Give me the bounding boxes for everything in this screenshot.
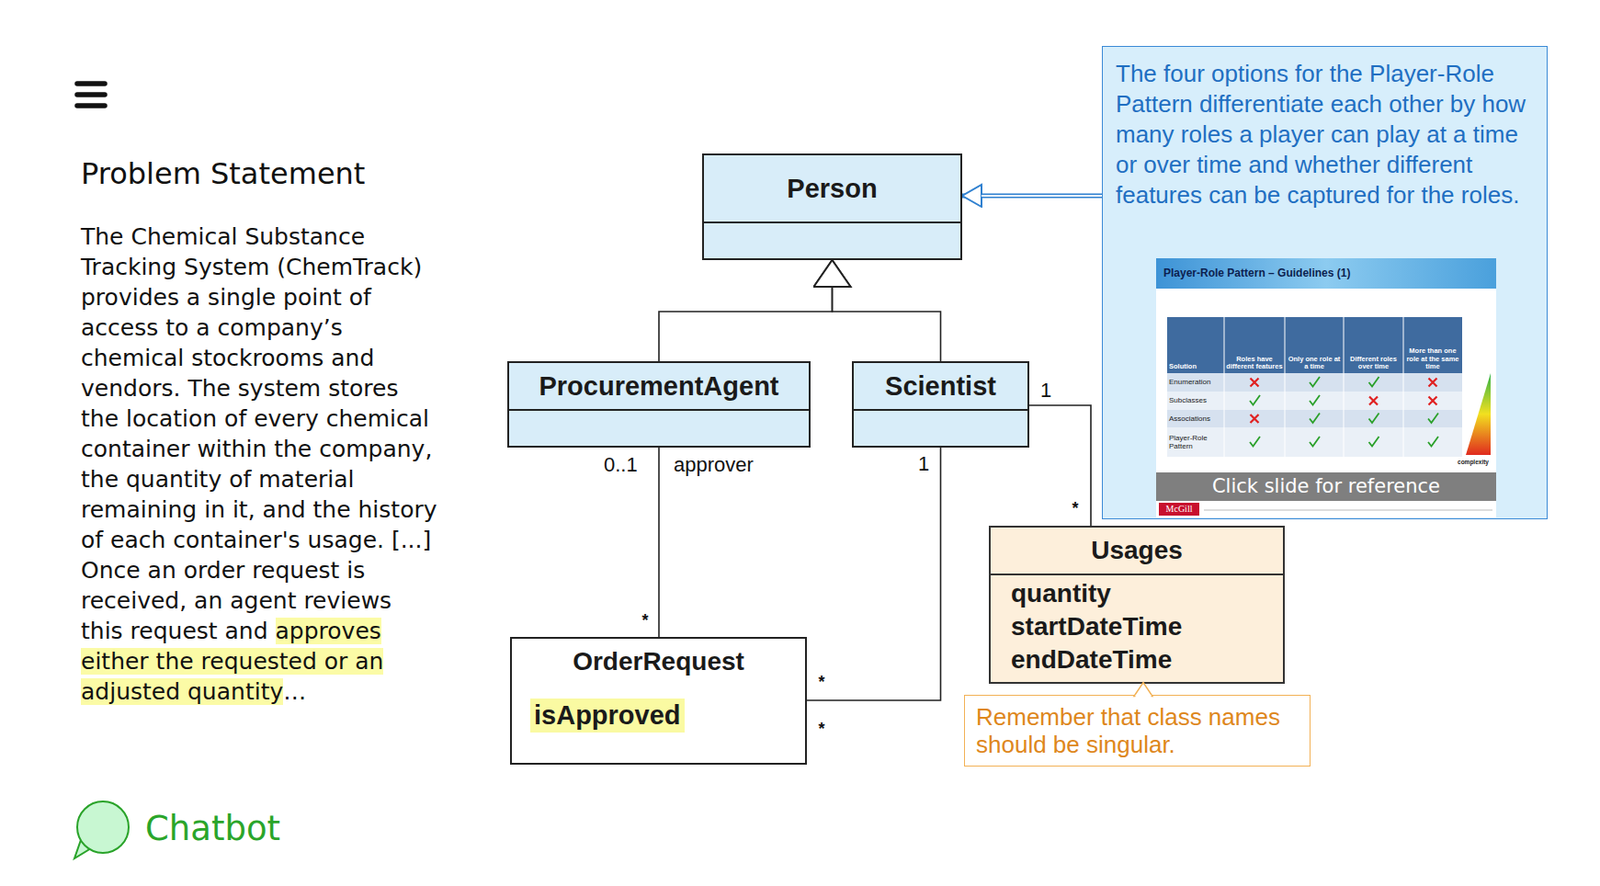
multiplicity-label: * [817,672,825,693]
problem-text: … [283,678,307,705]
compartment-divider [853,408,1028,411]
compartment-divider [509,408,809,411]
callout-panel: The four options for the Player-Role Pat… [1101,45,1548,520]
multiplicity-label: * [641,611,648,631]
association-line [806,447,942,701]
generalization-line [832,260,942,362]
table-cell: Player-Role Pattern [1168,427,1225,457]
attribute: isApproved [530,698,685,733]
class-name: OrderRequest [572,646,745,677]
multiplicity-label: 1 [1040,378,1052,402]
multiplicity-label: * [817,719,825,739]
chat-icon [74,801,129,859]
class-box: ProcurementAgent [507,361,811,448]
class-name: Scientist [885,371,997,402]
table-cell: Subclasses [1168,391,1225,410]
callout-text: The four options for the Player-Role Pat… [1115,58,1532,211]
association-line [658,447,660,637]
slide-title: Player-Role Pattern – Guidelines (1) [1163,261,1476,286]
attribute: quantity [1010,577,1112,611]
table-cell: Enumeration [1168,373,1225,392]
multiplicity-label: 0..1 [603,453,638,477]
multiplicity-label: 1 [918,452,930,476]
multiplicity-label: * [1071,499,1079,519]
class-box: Scientist [851,361,1030,448]
table-header: Only one role at a time [1285,318,1343,372]
attribute: startDateTime [1010,610,1182,644]
slide-thumbnail: Player-Role Pattern – Guidelines (1) Solu… [1156,258,1497,518]
table-header: Roles have different features [1225,318,1284,372]
association-line [1029,405,1091,526]
role-label: approver [671,453,756,477]
chatbot-label: Chatbot [145,809,281,850]
class-box: Usages quantitystartDateTimeendDateTime [988,525,1285,684]
note-box: Remember that class names should be sing… [964,694,1311,767]
class-name: Usages [1090,535,1183,566]
note-text: Remember that class names should be sing… [964,695,1310,766]
note-pointer [964,680,1312,698]
problem-text: The Chemical Substance Tracking System (… [80,223,438,645]
table-header: Solution [1168,318,1223,372]
callout-arrow [962,195,1102,197]
compartment-divider [703,221,961,224]
attribute: endDateTime [1010,643,1172,677]
slide-caption: Click slide for reference [1156,472,1497,501]
class-box: OrderRequest isApproved [510,636,807,765]
problem-statement: The Chemical Substance Tracking System (… [80,221,438,707]
generalization-line [658,260,833,362]
heading: Problem Statement [80,156,365,192]
table-header: Different roles over time [1344,318,1403,372]
table-header: More than one role at the same time [1404,318,1462,372]
class-name: ProcurementAgent [538,371,779,402]
logo-text: McGill [1158,502,1200,516]
axis-label: complexity [1452,456,1495,467]
class-name: Person [786,173,877,205]
table-cell: Associations [1168,409,1225,428]
menu-icon [77,83,105,106]
class-box: Person [702,153,963,261]
